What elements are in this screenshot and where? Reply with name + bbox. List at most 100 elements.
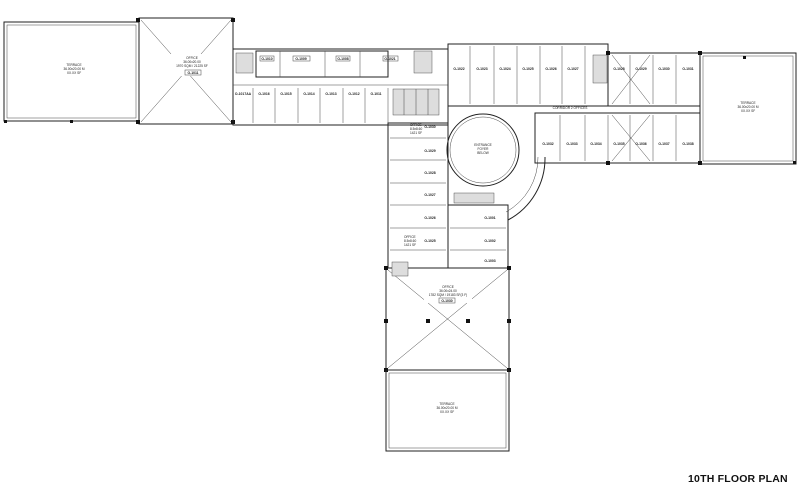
svg-text:O-1025: O-1025 [522, 67, 533, 71]
svg-text:O-1035: O-1035 [613, 142, 624, 146]
office-nw-label: OFFICE [186, 56, 198, 60]
svg-text:O-1027: O-1027 [424, 193, 435, 197]
stair-ne [413, 50, 433, 74]
east-columns [606, 51, 796, 165]
stair-nw [235, 52, 254, 74]
svg-text:O-1038: O-1038 [682, 142, 693, 146]
svg-text:O-1029: O-1029 [635, 67, 646, 71]
entrance-foyer: ENTRANCE FOYER BELOW [446, 113, 546, 221]
tag-o1021: O-1021 [384, 57, 395, 61]
svg-text:OFFICE: OFFICE [410, 123, 422, 127]
svg-text:O-1034: O-1034 [590, 142, 601, 146]
stair-south [391, 261, 409, 277]
svg-text:1421 SF: 1421 SF [410, 131, 422, 135]
svg-text:36.00x20.00 M: 36.00x20.00 M [737, 105, 758, 109]
svg-text:8.5x8.60: 8.5x8.60 [404, 239, 416, 243]
svg-text:O-1030: O-1030 [441, 299, 452, 303]
west-office-column [387, 122, 449, 269]
svg-text:O-1022: O-1022 [453, 67, 464, 71]
plan-title: 10TH FLOOR PLAN [688, 473, 788, 485]
svg-text:O-1025: O-1025 [424, 239, 435, 243]
svg-text:O-1028: O-1028 [424, 171, 435, 175]
svg-text:O-1002: O-1002 [484, 239, 495, 243]
svg-text:O-1024: O-1024 [499, 67, 510, 71]
sample-room-labels: OFFICE 8.5x8.60 1421 SF OFFICE 8.5x8.60 … [404, 123, 422, 247]
svg-text:O-1016: O-1016 [258, 92, 269, 96]
tag-o1009: O-1009 [295, 57, 306, 61]
svg-text:1782 SQM / 19183 SF(3 F): 1782 SQM / 19183 SF(3 F) [429, 293, 467, 297]
west-terrace-inner [6, 24, 137, 119]
east-tags-bottom: O-1032 O-1033 O-1034 O-1035 O-1036 O-103… [542, 142, 693, 146]
svg-text:36.00x24.00: 36.00x24.00 [439, 289, 457, 293]
svg-text:O-1030: O-1030 [424, 125, 435, 129]
west-column-tags: O-1030 O-1029 O-1028 O-1027 O-1026 O-102… [424, 125, 435, 243]
foyer-circle [446, 113, 520, 187]
svg-text:O-1026: O-1026 [545, 67, 556, 71]
svg-text:36.00x20.00 M: 36.00x20.00 M [436, 406, 457, 410]
center-column-tags: O-1001 O-1002 O-1003 [484, 216, 495, 263]
curved-wall-outer [507, 156, 546, 221]
north-tags-top: O-1010 O-1009 O-1008 O-1021 [259, 55, 399, 62]
svg-text:O-1032: O-1032 [542, 142, 553, 146]
office-nw-tag: O-1011 [187, 71, 198, 75]
svg-text:O-1015: O-1015 [280, 92, 291, 96]
office-nw: OFFICE 36.00x20.00 1970 SQM / 21225 SF O… [138, 17, 234, 125]
svg-text:O-1030: O-1030 [658, 67, 669, 71]
svg-text:O-1037: O-1037 [658, 142, 669, 146]
svg-text:O-1012: O-1012 [348, 92, 359, 96]
svg-text:O-1013: O-1013 [325, 92, 336, 96]
office-nw-tag-box [184, 69, 202, 76]
svg-text:O-1027: O-1027 [567, 67, 578, 71]
office-south-label-bg [424, 283, 472, 303]
stair-east [592, 54, 608, 84]
office-nw-label-bg [170, 54, 210, 76]
foyer-note: BELOW [477, 151, 489, 155]
svg-text:O-1033: O-1033 [566, 142, 577, 146]
svg-text:O-1023: O-1023 [476, 67, 487, 71]
foyer-label: ENTRANCE [474, 143, 492, 147]
office-south: OFFICE 36.00x24.00 1782 SQM / 19183 SF(3… [385, 261, 510, 371]
east-terrace-inner [702, 55, 794, 162]
svg-text:O-1026: O-1026 [424, 216, 435, 220]
svg-text:O-1028: O-1028 [613, 67, 624, 71]
svg-text:TERRACE: TERRACE [439, 402, 454, 406]
east-mid-offices [607, 52, 701, 107]
svg-text:8.5x8.60: 8.5x8.60 [410, 127, 422, 131]
east-terrace: TERRACE 36.00x20.00 M XX.XX SF [699, 52, 797, 165]
south-terrace-outline [385, 369, 510, 452]
svg-text:XX.XX SF: XX.XX SF [440, 410, 454, 414]
lift-lobby [453, 192, 495, 204]
office-nw-area: 1970 SQM / 21225 SF [176, 64, 208, 68]
svg-text:O-1014: O-1014 [303, 92, 314, 96]
svg-text:O-1011: O-1011 [370, 92, 381, 96]
svg-text:O-1001: O-1001 [484, 216, 495, 220]
south-terrace: TERRACE 36.00x20.00 M XX.XX SF [385, 369, 510, 452]
foyer-sub: FOYER [478, 147, 490, 151]
east-top-offices [447, 43, 609, 107]
svg-text:O-1017AA: O-1017AA [235, 92, 252, 96]
svg-text:OFFICE: OFFICE [442, 285, 454, 289]
foyer-inner [449, 116, 517, 184]
svg-text:O-1036: O-1036 [635, 142, 646, 146]
tag-o1010: O-1010 [261, 57, 272, 61]
east-terrace-outline [699, 52, 797, 165]
office-nw-size: 36.00x20.00 [183, 60, 201, 64]
svg-text:O-1029: O-1029 [424, 149, 435, 153]
svg-text:O-1031: O-1031 [682, 67, 693, 71]
tag-o1008: O-1008 [337, 57, 348, 61]
south-terrace-inner [388, 372, 507, 449]
north-tags-lower: O-1017AA O-1016 O-1015 O-1014 O-1013 O-1… [235, 92, 382, 96]
west-terrace-area: XX.XX SF [67, 71, 81, 75]
svg-text:XX.XX SF: XX.XX SF [741, 109, 755, 113]
svg-text:1421 SF: 1421 SF [404, 243, 416, 247]
svg-text:O-1003: O-1003 [484, 259, 495, 263]
svg-text:TERRACE: TERRACE [740, 101, 755, 105]
center-office-column [447, 204, 509, 269]
west-terrace: TERRACE 36.00x20.00 M XX.XX SF [3, 21, 140, 122]
svg-text:OFFICE: OFFICE [404, 235, 416, 239]
east-tags-top: O-1022 O-1023 O-1024 O-1025 O-1026 O-102… [453, 67, 693, 71]
west-terrace-label: TERRACE [66, 63, 81, 67]
curved-wall-inner [505, 156, 539, 213]
corridor-label: CORRIDOR 2 OFFICES [553, 106, 588, 110]
